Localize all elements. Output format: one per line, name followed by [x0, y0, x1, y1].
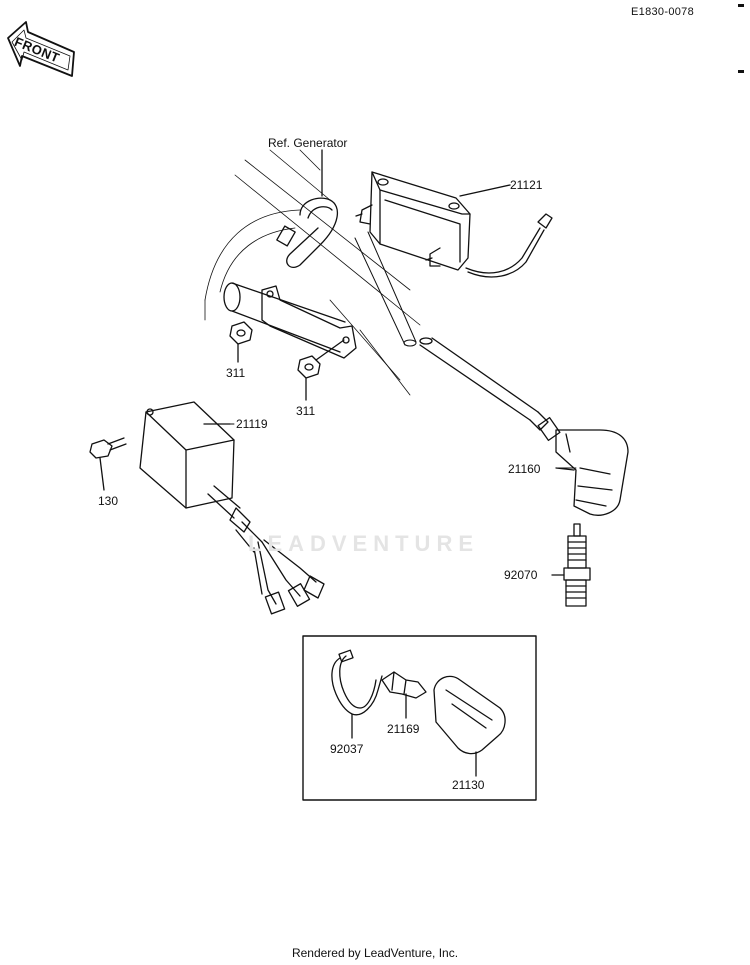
callout-92070: 92070 [504, 568, 538, 582]
callout-21121: 21121 [510, 178, 543, 192]
callout-ref-generator: Ref. Generator [268, 136, 348, 150]
margin-mark [738, 70, 744, 73]
ignition-coil [355, 171, 553, 278]
frame-tube [354, 231, 417, 347]
callout-21130: 21130 [452, 778, 485, 792]
frame-reference-lines [204, 149, 421, 396]
inset-box [302, 635, 537, 801]
leader-lines [205, 423, 577, 469]
nut [229, 321, 253, 363]
callout-311-left: 311 [226, 366, 246, 380]
high-tension-lead [419, 337, 629, 516]
plug-cap [433, 675, 506, 777]
drawing-code: E1830-0078 [631, 6, 694, 18]
callout-92037: 92037 [330, 742, 364, 756]
margin-mark [738, 4, 744, 7]
callout-130: 130 [98, 494, 119, 508]
cdi-unit [139, 401, 325, 615]
cap-seal [381, 671, 427, 719]
nut [297, 339, 345, 401]
callout-21169: 21169 [387, 722, 420, 736]
watermark: LEADVENTURE [248, 531, 480, 556]
mounting-bracket [261, 285, 357, 359]
generator-clamp-band [276, 149, 339, 269]
callout-21119: 21119 [236, 417, 268, 431]
bolt [89, 437, 127, 491]
spark-plug [551, 523, 591, 607]
frame-cross-member [223, 282, 346, 353]
footer-credit: Rendered by LeadVenture, Inc. [291, 946, 459, 960]
clamp-band [331, 649, 383, 739]
callout-311-right: 311 [296, 404, 316, 418]
callout-21160: 21160 [508, 462, 541, 476]
front-arrow-icon [7, 21, 75, 77]
